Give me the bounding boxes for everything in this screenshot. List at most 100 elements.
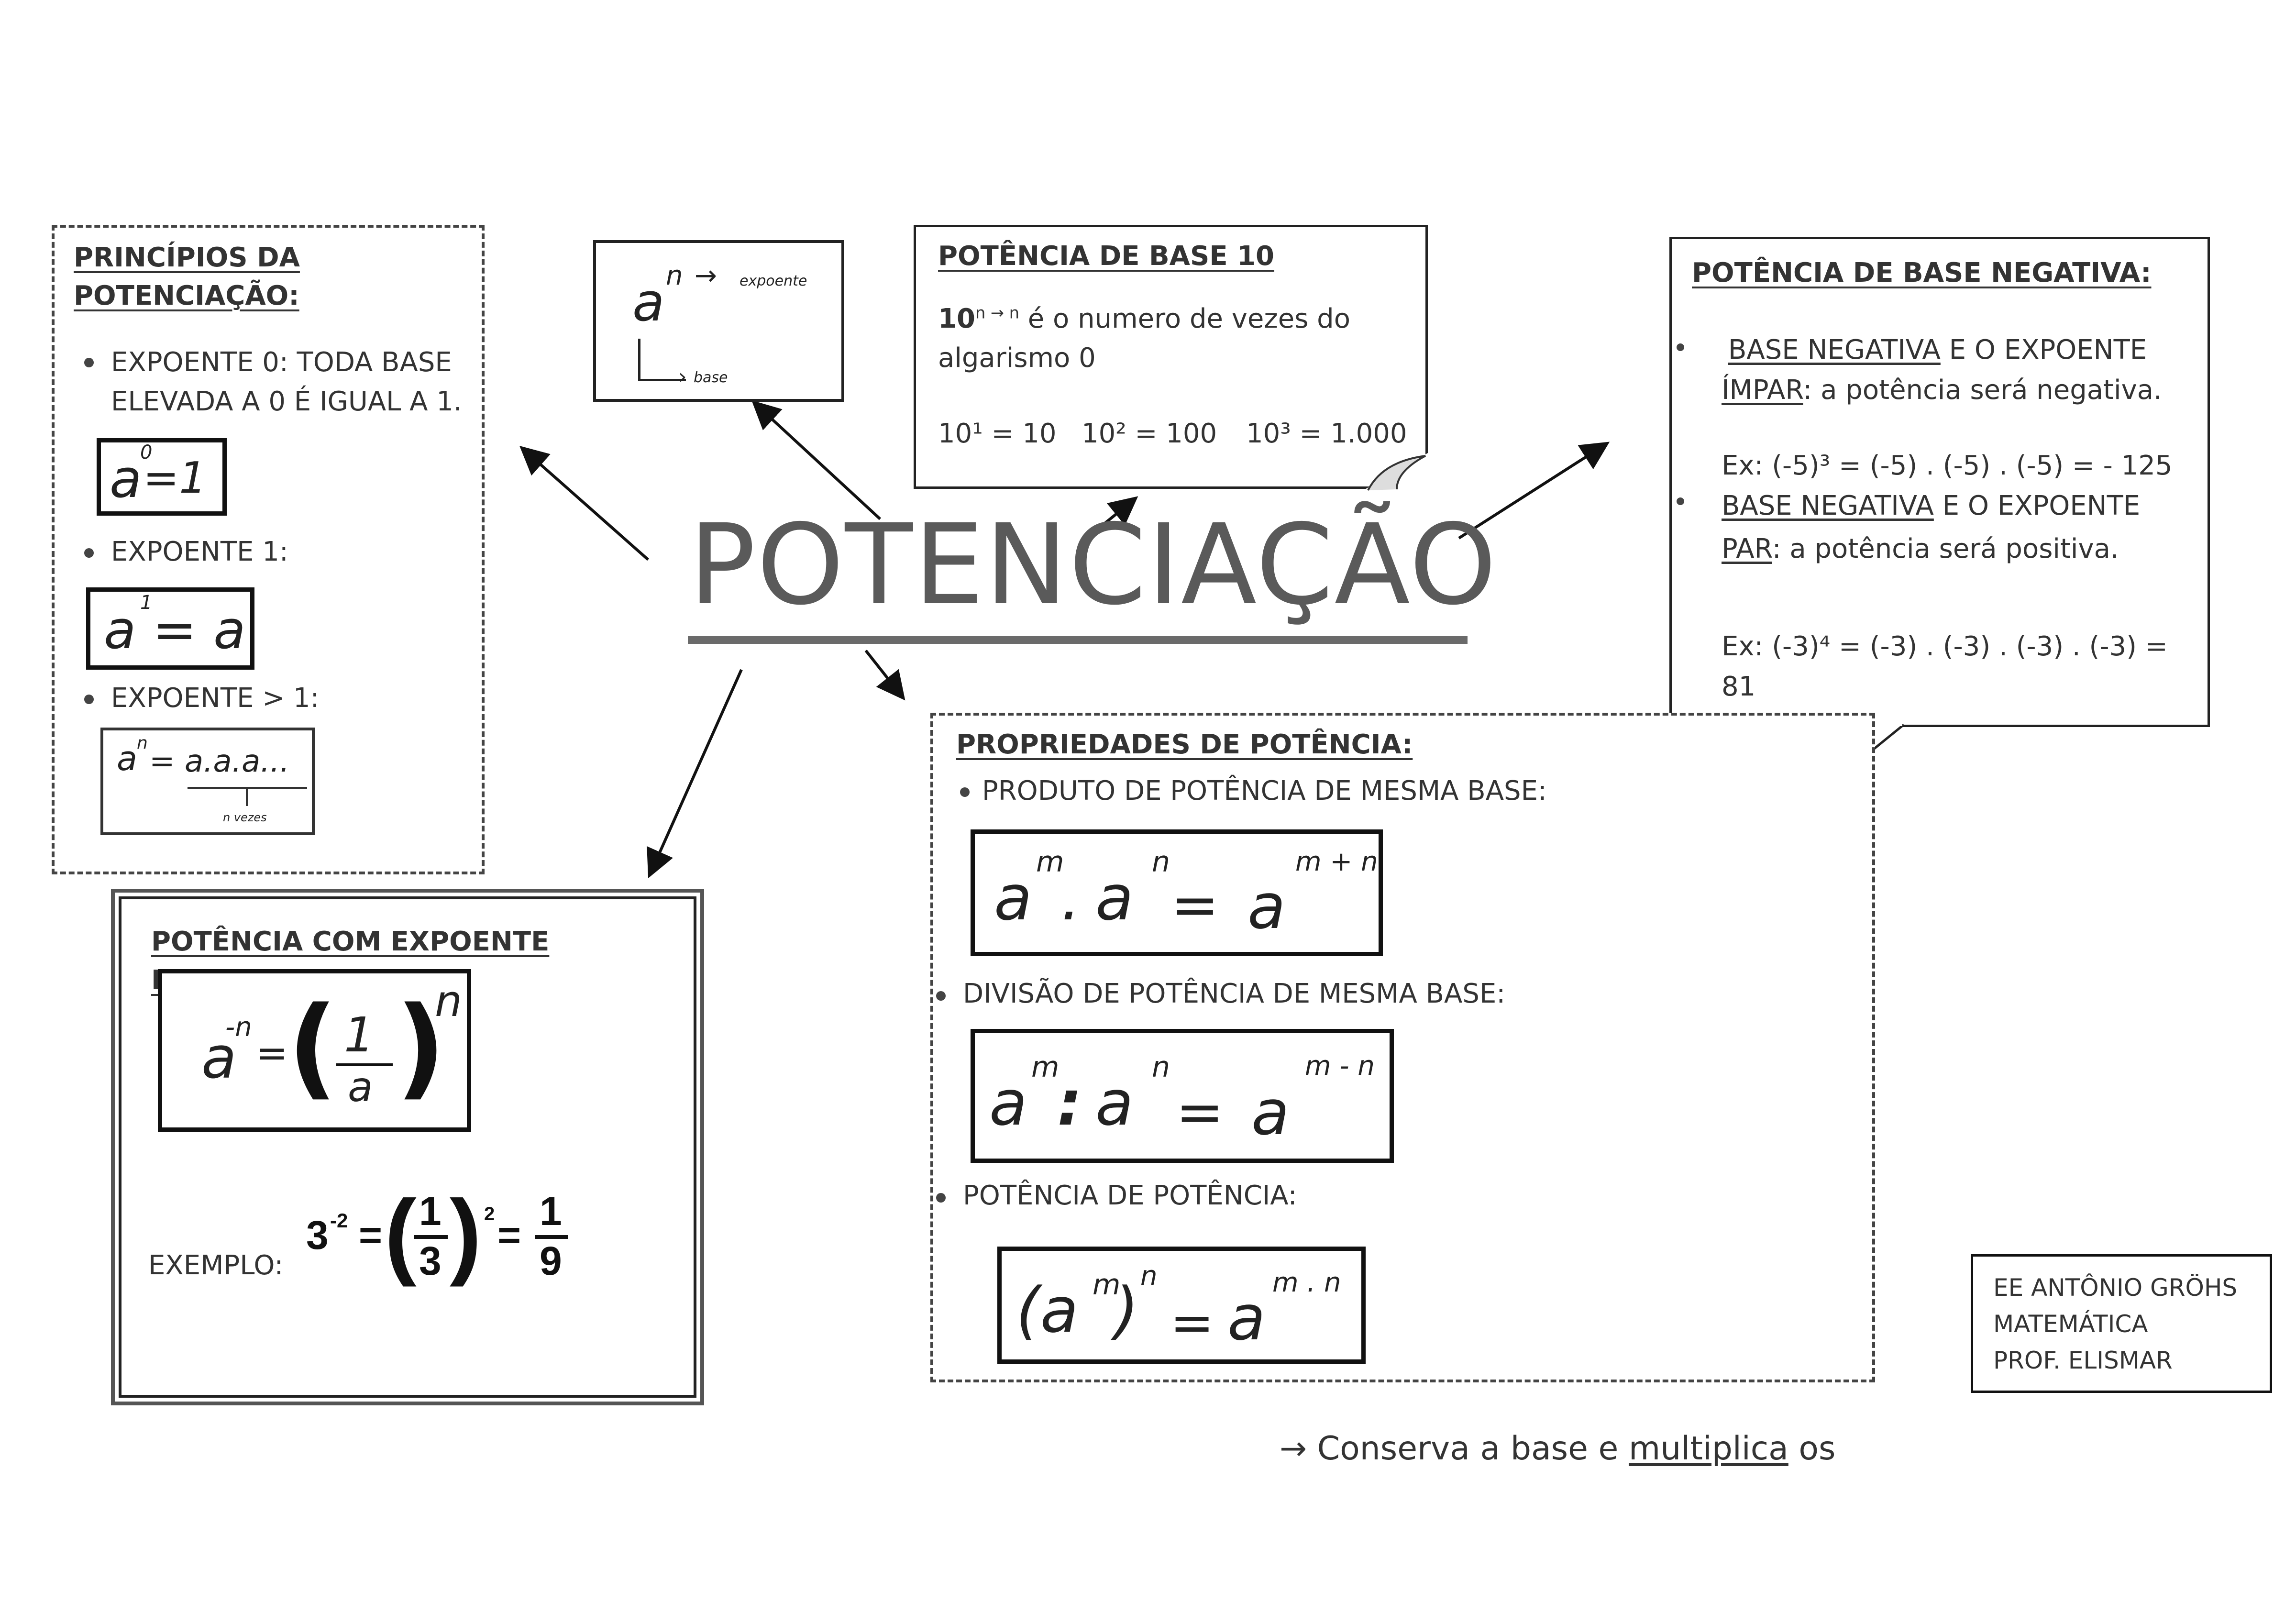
- f2-eq: =: [1176, 1079, 1224, 1146]
- expneg-example-label: EXEMPLO:: [148, 1250, 284, 1281]
- ex-num: 1: [419, 1189, 442, 1234]
- bullet: [1677, 343, 1684, 351]
- formula-exponent: n: [137, 733, 148, 753]
- f1-eq: =: [1171, 872, 1219, 938]
- f3-open: (a: [1016, 1274, 1079, 1347]
- principios-item3: EXPOENTE > 1:: [111, 683, 320, 714]
- negativa-heading: POTÊNCIA DE BASE NEGATIVA:: [1692, 257, 2152, 288]
- base10-ex1: 10¹ = 10: [938, 418, 1057, 449]
- negativa-bullet1-l2: ÍMPAR: a potência será negativa.: [1722, 370, 2162, 410]
- school-line1: EE ANTÔNIO GRÖHS: [1993, 1274, 2238, 1302]
- ex-frac-bar: [414, 1235, 448, 1239]
- notation-hline: [638, 379, 686, 381]
- formula-rhs: = a: [153, 599, 246, 661]
- ex-outexp: 2: [484, 1203, 495, 1225]
- base10-ex2: 10² = 100: [1082, 418, 1217, 449]
- f1-base2: a: [1095, 861, 1134, 934]
- ex-paren-open: (: [385, 1181, 417, 1287]
- propriedades-heading: PROPRIEDADES DE POTÊNCIA:: [956, 729, 1413, 760]
- fn-paren-close: ): [396, 983, 446, 1111]
- ex-rden: 9: [540, 1238, 562, 1283]
- notation-vline: [638, 339, 640, 381]
- fn-paren-open: (: [287, 983, 338, 1111]
- footer-text1: Conserva a base e: [1306, 1430, 1629, 1468]
- principios-item1-l2: ELEVADA A 0 É IGUAL A 1.: [111, 386, 462, 417]
- f1-base3: a: [1247, 870, 1286, 943]
- ex-paren-close: ): [450, 1181, 482, 1287]
- negativa-bullet2-l2: PAR: a potência será positiva.: [1722, 529, 2119, 569]
- prop-item2: DIVISÃO DE POTÊNCIA DE MESMA BASE:: [963, 978, 1506, 1009]
- negativa-b2-underline: BASE NEGATIVA: [1722, 490, 1934, 521]
- fn-den: a: [348, 1063, 373, 1111]
- formula-exponent: 1: [140, 592, 153, 614]
- footer-note: → Conserva a base e multiplica os: [1280, 1424, 1835, 1473]
- f1-exp2: n: [1152, 845, 1170, 879]
- ex-eq: =: [359, 1213, 383, 1258]
- bullet: [1677, 497, 1684, 505]
- principios-heading-1: PRINCÍPIOS DA: [74, 242, 300, 273]
- bullet: [936, 991, 946, 1001]
- arrow-right-icon: →: [1280, 1430, 1307, 1468]
- principios-heading-2: POTENCIAÇÃO:: [74, 280, 299, 311]
- formula-rhs: =1: [143, 453, 207, 503]
- f2-op: :: [1057, 1067, 1082, 1139]
- expneg-box: POTÊNCIA COM EXPOENTE NEGATIVO a -n = ( …: [111, 889, 704, 1405]
- ex-base: 3: [306, 1213, 329, 1258]
- fn-outexp: n: [435, 976, 463, 1027]
- base10-desc-text: é o numero de vezes do: [1019, 303, 1350, 334]
- f1-base1: a: [994, 861, 1032, 934]
- fn-frac-bar: [336, 1063, 393, 1066]
- brace-tick: [246, 787, 248, 806]
- base10-heading: POTÊNCIA DE BASE 10: [938, 241, 1275, 272]
- f3-base: a: [1227, 1281, 1266, 1354]
- arrow-expneg: [647, 669, 743, 878]
- negativa-example1: Ex: (-5)³ = (-5) . (-5) . (-5) = - 125: [1722, 450, 2173, 481]
- f1-exp3: m + n: [1295, 846, 1378, 877]
- f2-base1: a: [989, 1067, 1027, 1139]
- arrow-base10: [1094, 496, 1138, 532]
- f2-base2: a: [1095, 1067, 1134, 1139]
- f3-outexp: n: [1140, 1260, 1158, 1292]
- formula-expoente-negativo: a -n = ( 1 a ) n: [158, 969, 471, 1132]
- formula-exp1: a 1 = a: [86, 587, 254, 670]
- base10-desc: 10n → n é o numero de vezes do: [938, 299, 1350, 339]
- principios-box: PRINCÍPIOS DA POTENCIAÇÃO: EXPOENTE 0: T…: [52, 225, 485, 874]
- ex-exp: -2: [330, 1209, 348, 1232]
- f2-base3: a: [1251, 1076, 1290, 1149]
- f2-exp2: n: [1152, 1050, 1170, 1084]
- arrow-principios: [519, 446, 649, 561]
- notation-base: a: [632, 272, 665, 333]
- title-underline: [688, 636, 1468, 644]
- formula-exp0: a 0 =1: [97, 438, 227, 516]
- negativa-b1-impar: ÍMPAR: [1722, 375, 1803, 406]
- school-line2: MATEMÁTICA: [1993, 1310, 2148, 1338]
- callout-tail: [1866, 722, 1905, 758]
- bullet: [84, 548, 94, 558]
- notation-exp-label: expoente: [740, 273, 807, 289]
- formula-exponent: 0: [140, 442, 153, 464]
- formula-base: a: [110, 448, 142, 509]
- notation-base-label: base: [694, 369, 728, 386]
- negativa-b1-rule: : a potência será negativa.: [1803, 375, 2162, 406]
- arrow-propriedades: [864, 650, 905, 701]
- notation-box: a n → expoente › base: [593, 240, 844, 402]
- base10-box: POTÊNCIA DE BASE 10 10n → n é o numero d…: [914, 225, 1428, 489]
- f3-eq: =: [1170, 1292, 1214, 1353]
- negativa-b2-rule: : a potência será positiva.: [1772, 533, 2119, 564]
- fn-exp: -n: [225, 1012, 252, 1043]
- principios-item2: EXPOENTE 1:: [111, 536, 288, 567]
- expneg-example: 3 -2 = ( 1 3 ) 2 = 1 9: [306, 1170, 574, 1294]
- base10-ten: 10: [938, 303, 975, 334]
- formula-rhs: = a.a.a...: [149, 744, 290, 779]
- formula-produto: a m . a n = a m + n: [971, 829, 1383, 956]
- bullet: [936, 1193, 946, 1203]
- negativa-box: POTÊNCIA DE BASE NEGATIVA: BASE NEGATIVA…: [1669, 237, 2210, 727]
- school-box: EE ANTÔNIO GRÖHS MATEMÁTICA PROF. ELISMA…: [1971, 1254, 2272, 1393]
- arrow-head-icon: ›: [678, 364, 687, 389]
- prop-item3: POTÊNCIA DE POTÊNCIA:: [963, 1180, 1297, 1211]
- footer-text2: os: [1788, 1430, 1836, 1468]
- f1-op: .: [1061, 861, 1081, 934]
- bullet: [960, 787, 970, 797]
- negativa-b2-par: PAR: [1722, 533, 1772, 564]
